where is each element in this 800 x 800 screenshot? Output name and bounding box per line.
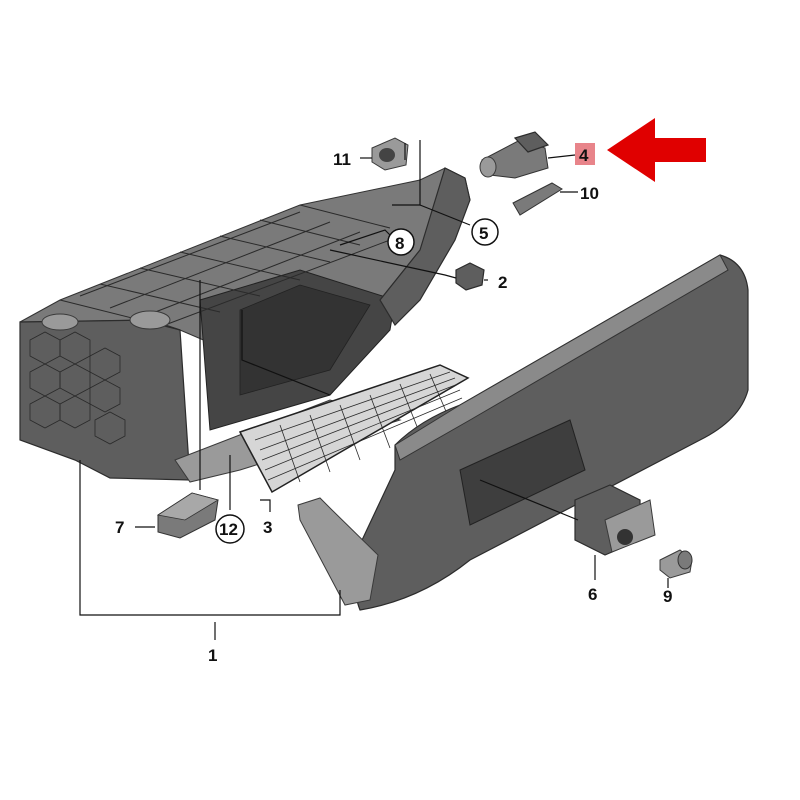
part-11-clip [371,137,409,171]
callout-3: 3 [263,518,272,537]
callout-8: 8 [395,234,404,253]
callout-10: 10 [580,184,599,203]
storage-net [238,364,470,494]
callout-2: 2 [498,273,507,292]
callout-11: 11 [333,150,351,169]
part-6-lock [574,484,656,556]
callout-labels: 11 4 10 5 8 2 7 12 3 6 9 1 [115,143,672,665]
red-arrow-icon [607,118,706,182]
glovebox-housing [19,167,471,483]
part-2-cap [455,262,485,291]
callout-4-highlight [575,143,595,165]
leader-lines [79,140,669,640]
part-4-switch [479,131,550,179]
part-7-light [156,492,220,539]
part-9-cylinder [659,549,693,579]
glovebox-lid [297,254,749,611]
callout-4: 4 [579,146,589,165]
callout-5: 5 [479,224,488,243]
callout-1: 1 [208,646,217,665]
callout-6: 6 [588,585,597,604]
callout-12: 12 [219,520,238,539]
part-10-strip [512,182,563,216]
callout-7: 7 [115,518,124,537]
callout-9: 9 [663,587,672,606]
